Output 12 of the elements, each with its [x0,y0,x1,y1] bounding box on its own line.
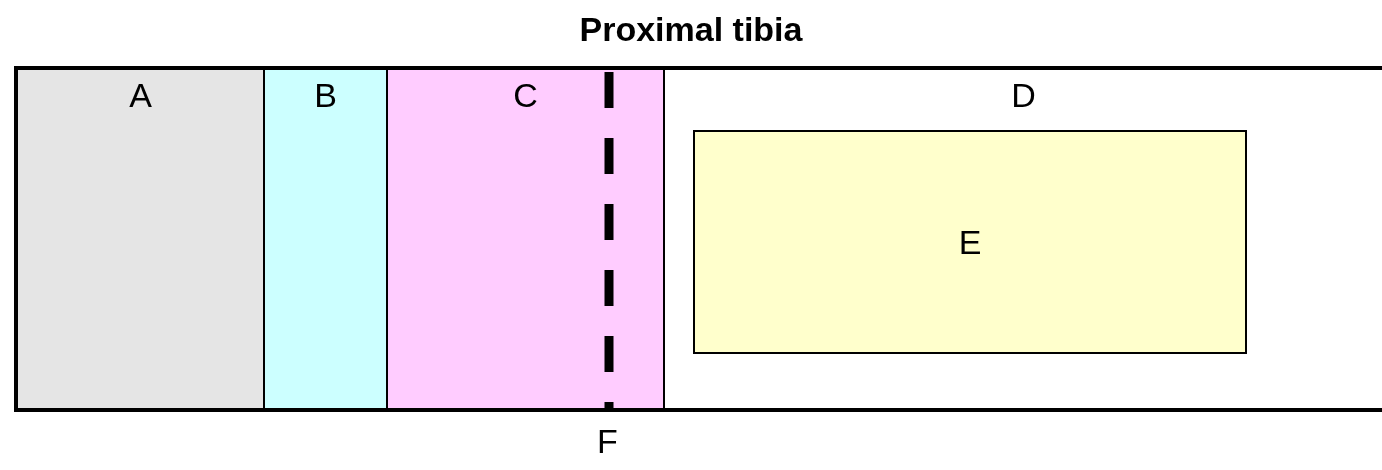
title: Proximal tibia [579,12,803,46]
region [388,66,665,412]
region-letter: C [513,78,538,112]
region [14,66,265,412]
region-letter: D [1011,78,1036,112]
region-letter: E [958,225,982,259]
region [665,66,1382,412]
line-label: F [597,424,618,458]
region-letter: A [129,78,152,112]
region [265,66,388,412]
region-letter: B [314,78,337,112]
inner-box [693,130,1247,354]
